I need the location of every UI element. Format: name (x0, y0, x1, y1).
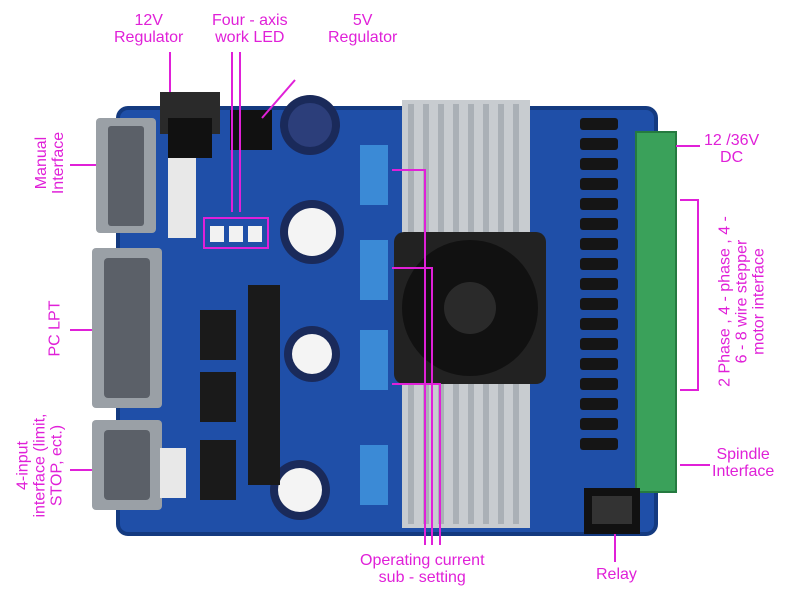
label-relay: Relay (596, 566, 637, 583)
diode (580, 438, 618, 450)
diode (580, 338, 618, 350)
diode (580, 178, 618, 190)
pc-lpt-connector (92, 248, 162, 408)
callout-lines (70, 52, 710, 562)
relay-icon (584, 488, 640, 534)
diode (580, 298, 618, 310)
diode (580, 398, 618, 410)
label-pc-lpt: PC LPT (46, 300, 64, 357)
diode (580, 158, 618, 170)
label-work-led: Four - axis work LED (212, 12, 288, 46)
label-motor-interface: 2 Phase , 4 - phase , 4 - 6 - 8 wire ste… (716, 216, 768, 387)
regulator-5v (230, 110, 272, 150)
label-spindle-interface: Spindle Interface (712, 446, 775, 480)
diode (580, 278, 618, 290)
diode (580, 318, 618, 330)
label-power-dc: 12 /36V DC (704, 132, 760, 166)
diode (580, 358, 618, 370)
label-manual-interface: Manual Interface (33, 131, 67, 195)
label-12v-regulator: 12V Regulator (114, 12, 184, 46)
diode-array (580, 118, 618, 450)
current-setting-dip-switches (360, 145, 388, 505)
ic-chip-icon (200, 285, 280, 500)
diode (580, 378, 618, 390)
regulator-12v (160, 92, 220, 158)
diode (580, 198, 618, 210)
label-5v-regulator: 5V Regulator (328, 12, 398, 46)
capacitor-icon (270, 95, 344, 520)
cooling-fan-icon (394, 232, 546, 384)
diode (580, 218, 618, 230)
diode (580, 418, 618, 430)
label-operating-current: Operating current sub - setting (360, 552, 485, 586)
label-4-input-interface: 4-input interface (limit, STOP, ect.) (14, 413, 66, 518)
diode (580, 238, 618, 250)
diode (580, 118, 618, 130)
work-led-group (203, 217, 269, 249)
diode (580, 138, 618, 150)
input-connector (92, 420, 186, 510)
terminal-block-icon (635, 131, 677, 493)
diode (580, 258, 618, 270)
